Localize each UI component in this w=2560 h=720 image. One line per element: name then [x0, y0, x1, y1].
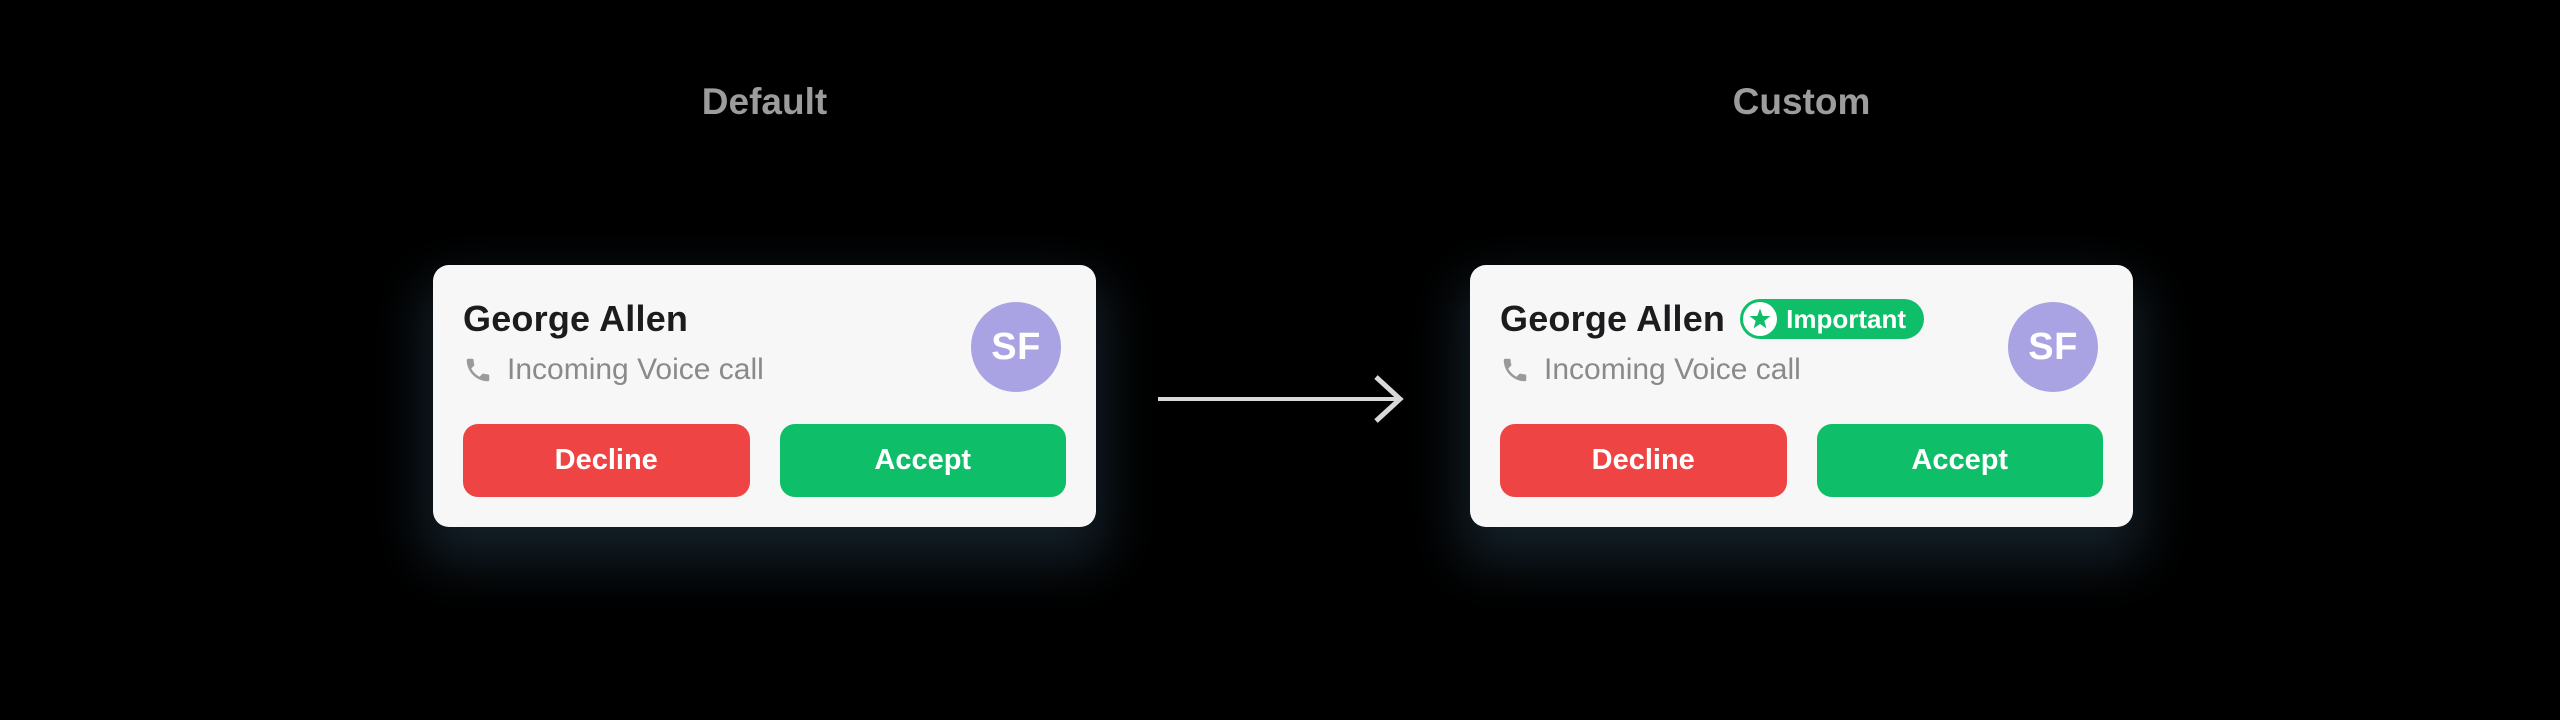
arrow-right-icon: [1158, 375, 1404, 423]
call-status-row: Incoming Voice call: [463, 351, 1066, 389]
call-notification-card-default: George Allen Incoming Voice call SF Decl…: [433, 265, 1096, 527]
caller-name-row: George Allen Important: [1500, 297, 2103, 341]
decline-button[interactable]: Decline: [463, 424, 750, 497]
caller-name-row: George Allen: [463, 297, 1066, 341]
caller-name: George Allen: [463, 298, 689, 339]
decline-button[interactable]: Decline: [1500, 424, 1787, 497]
call-actions: Decline Accept: [1500, 424, 2103, 497]
avatar: SF: [971, 302, 1061, 392]
accept-button[interactable]: Accept: [779, 424, 1066, 497]
panel-title-default: Default: [701, 81, 828, 122]
caller-name: George Allen: [1500, 298, 1726, 339]
call-status-text: Incoming Voice call: [507, 353, 764, 386]
important-badge: Important: [1740, 299, 1925, 339]
call-actions: Decline Accept: [463, 424, 1066, 497]
avatar: SF: [2008, 302, 2098, 392]
phone-icon: [466, 358, 490, 382]
accept-button[interactable]: Accept: [1816, 424, 2103, 497]
badge-label: Important: [1786, 303, 1907, 334]
star-circle-icon: [1743, 302, 1778, 336]
call-status-row: Incoming Voice call: [1500, 351, 2103, 389]
panel-title-custom: Custom: [1732, 81, 1871, 122]
call-status-text: Incoming Voice call: [1544, 353, 1801, 386]
call-notification-card-custom: George Allen Important Incoming Voice ca…: [1470, 265, 2133, 527]
phone-icon: [1503, 358, 1527, 382]
